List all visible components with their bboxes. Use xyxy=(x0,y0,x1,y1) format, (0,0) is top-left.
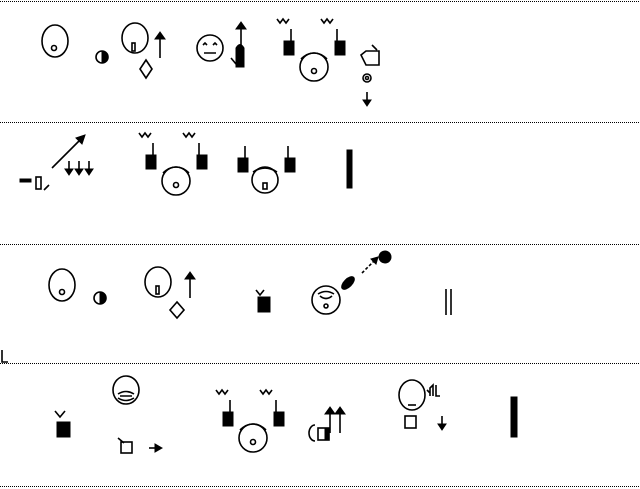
row-3 xyxy=(48,250,452,320)
row-4 xyxy=(54,375,518,454)
vertical-bar-sign xyxy=(346,149,353,189)
double-bar-sign xyxy=(445,289,452,315)
face-with-hand-and-arrow-sign xyxy=(112,375,164,454)
row-2 xyxy=(19,133,353,195)
head-with-hand-and-arrow-sign xyxy=(121,22,166,80)
two-hands-with-face-sign xyxy=(216,390,284,452)
head-with-hand-and-arrow-sign xyxy=(144,266,196,320)
head-with-mouth-contact-sign xyxy=(48,268,107,305)
small-hand-sign xyxy=(255,289,271,313)
hand-with-up-arrows-sign xyxy=(308,406,346,442)
face-with-hand-and-arrow-sign xyxy=(196,21,247,68)
head-with-mouth-contact-sign xyxy=(41,24,109,64)
small-hand-sign xyxy=(54,410,71,438)
face-with-movement-arrow-sign xyxy=(311,250,392,315)
row-1 xyxy=(41,19,380,107)
two-hands-with-face-sign xyxy=(277,19,345,81)
hand-with-spiral-and-arrow-sign xyxy=(359,44,380,107)
vertical-bar-sign xyxy=(510,396,518,438)
two-hands-with-face-sign-2 xyxy=(237,146,296,194)
head-with-hand-and-down-arrow-sign xyxy=(398,379,447,431)
two-hands-with-face-sign xyxy=(139,133,207,195)
hand-with-diagonal-arrow-sign xyxy=(19,134,94,191)
